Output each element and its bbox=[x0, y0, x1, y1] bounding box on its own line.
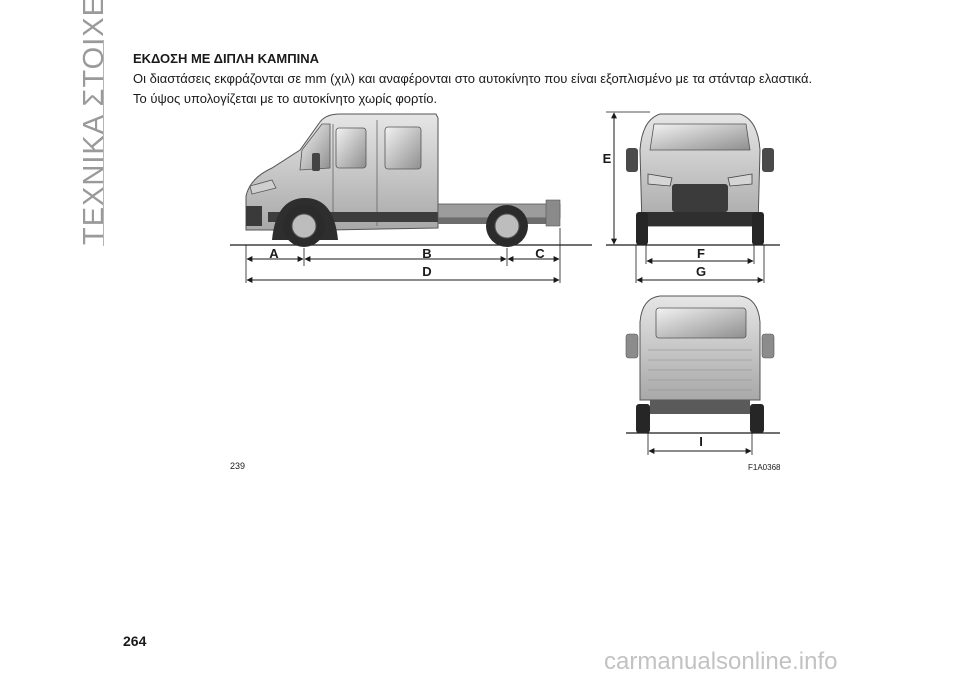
page-number: 264 bbox=[123, 633, 147, 649]
dimension-label-a: A bbox=[269, 246, 279, 261]
dimension-label-f: F bbox=[697, 246, 705, 261]
front-view: E F G bbox=[603, 111, 780, 283]
dimension-label-e: E bbox=[603, 151, 612, 166]
dimensions-note: Οι διαστάσεις εκφράζονται σε mm (χιλ) κα… bbox=[133, 71, 813, 86]
section-heading: ΕΚΔΟΣΗ ΜΕ ΔΙΠΛΗ ΚΑΜΠΙΝΑ bbox=[133, 51, 319, 66]
dimension-label-c: C bbox=[535, 246, 545, 261]
rear-view: I bbox=[625, 295, 780, 455]
watermark: carmanualsonline.info bbox=[604, 648, 838, 675]
dimension-label-d: D bbox=[422, 264, 431, 279]
dimension-label-b: B bbox=[422, 246, 431, 261]
height-note: Το ύψος υπολογίζεται με το αυτοκίνητο χω… bbox=[133, 91, 438, 106]
figure-code: F1A0368 bbox=[748, 463, 781, 472]
dimension-label-i: I bbox=[699, 434, 703, 449]
section-tab-title: ΤΕΧΝΙΚΑ ΣΤΟΙΧΕΙΑ bbox=[78, 0, 110, 245]
vehicle-dimensions-figure: A B C D E F G bbox=[230, 111, 780, 455]
section-tab-rule bbox=[103, 40, 104, 246]
dimension-label-g: G bbox=[696, 264, 706, 279]
figure-number: 239 bbox=[230, 461, 246, 471]
side-view: A B C D bbox=[230, 113, 592, 283]
